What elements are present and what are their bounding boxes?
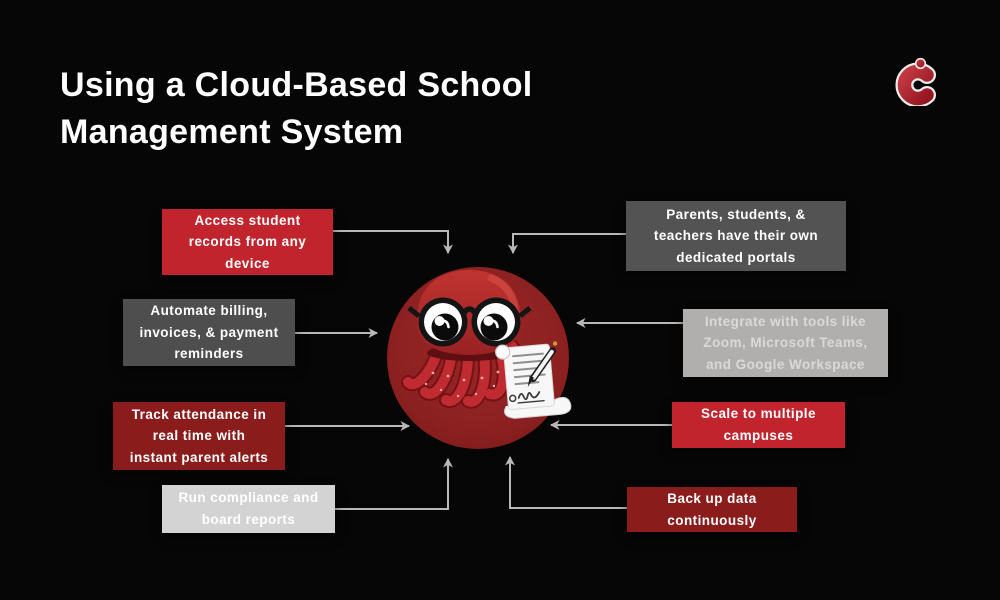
- feature-box-backup-data: Back up data continuously: [627, 487, 797, 532]
- arrow-backup-data: [505, 456, 627, 509]
- octopus-mascot: [387, 267, 572, 449]
- feature-box-track-attendance: Track attendance in real time with insta…: [113, 402, 285, 470]
- arrow-access-records: [333, 230, 453, 254]
- scroll-and-pen: [495, 341, 572, 419]
- feature-box-run-compliance-reports: Run compliance and board reports: [162, 485, 335, 533]
- page-title: Using a Cloud-Based School Management Sy…: [60, 66, 533, 151]
- feature-box-access-student-records: Access student records from any device: [162, 209, 333, 275]
- feature-box-automate-billing: Automate billing, invoices, & payment re…: [123, 299, 295, 366]
- octopus-glasses: [407, 297, 532, 347]
- feature-box-scale-campuses: Scale to multiple campuses: [672, 402, 845, 448]
- brand-logo-icon: [895, 57, 936, 106]
- feature-box-integrate-tools: Integrate with tools like Zoom, Microsof…: [683, 309, 888, 377]
- feature-box-dedicated-portals: Parents, students, & teachers have their…: [626, 201, 846, 271]
- arrow-dedicated-portals: [508, 233, 626, 254]
- arrow-compliance-reports: [335, 458, 453, 510]
